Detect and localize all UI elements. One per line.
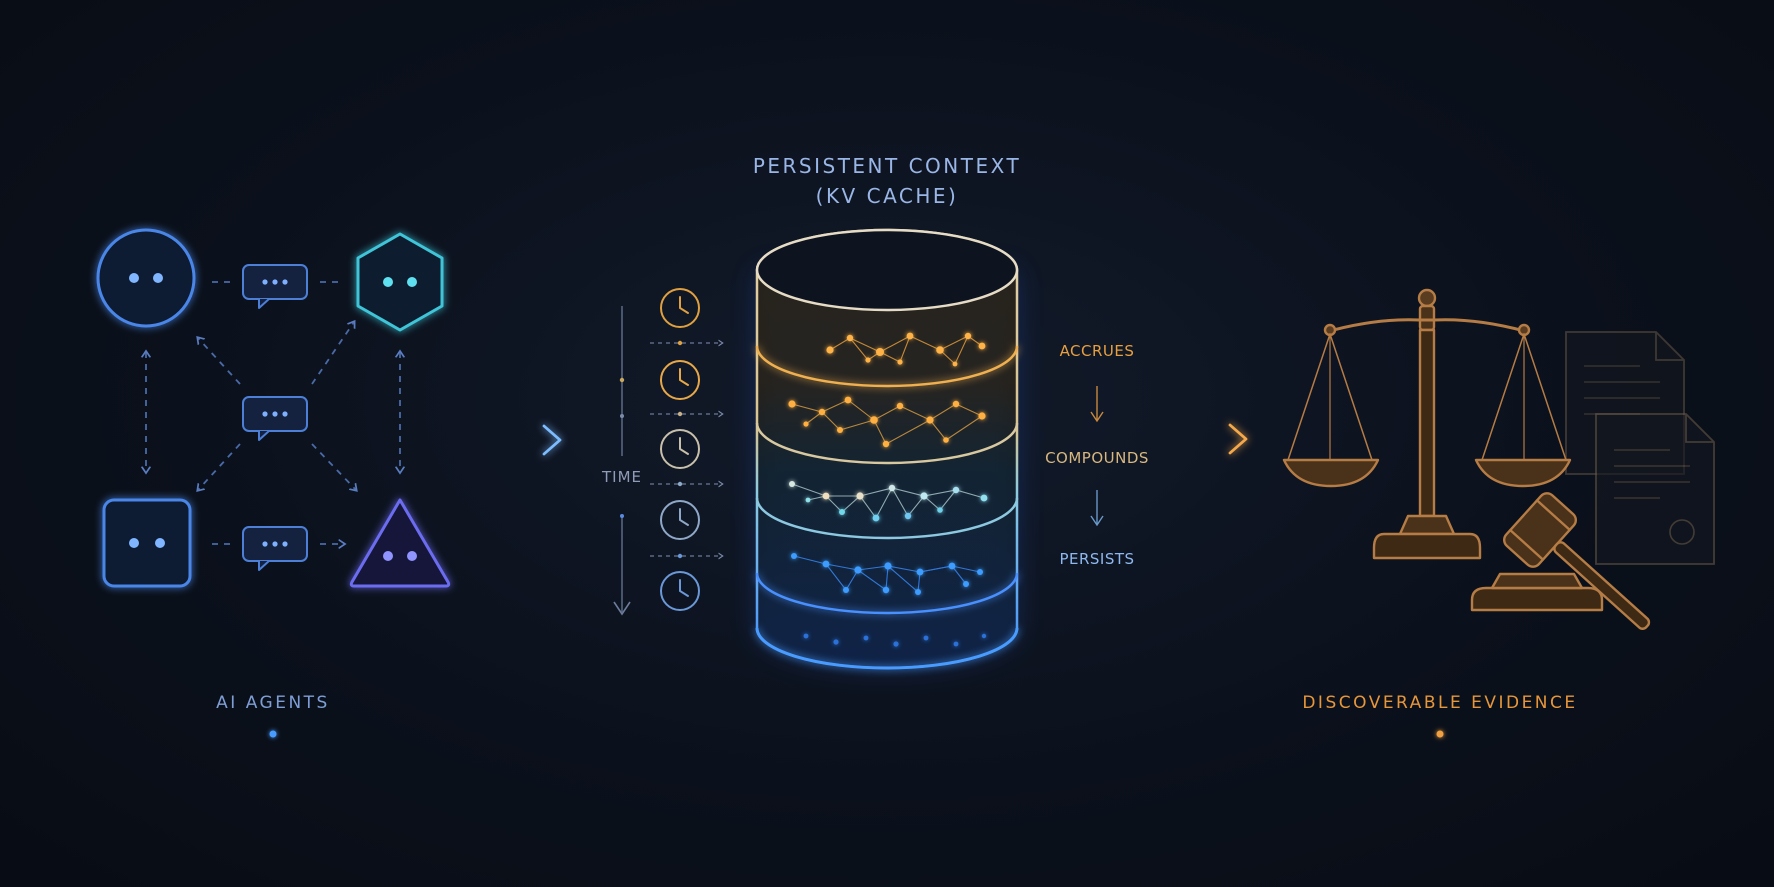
process-steps: ACCRUES COMPOUNDS PERSISTS <box>1045 342 1149 568</box>
gavel-icon <box>1470 492 1651 630</box>
agents-label: AI AGENTS <box>216 693 330 713</box>
clock-icon <box>660 571 700 611</box>
ai-agents-group: AI AGENTS <box>96 228 451 738</box>
accrues-label: ACCRUES <box>1060 342 1135 360</box>
arrow-right-icon <box>1152 423 1248 455</box>
scales-of-justice-icon <box>1282 288 1572 560</box>
document-icon <box>1595 413 1715 565</box>
time-axis: TIME <box>601 288 722 616</box>
arrow-down-icon <box>1090 386 1104 423</box>
clock-icon <box>660 288 700 328</box>
time-label: TIME <box>601 468 642 486</box>
persists-label: PERSISTS <box>1059 550 1134 568</box>
agent-connectors <box>146 281 400 544</box>
agents-underline-dot <box>269 730 277 738</box>
layer-2-network <box>791 399 983 445</box>
clock-icon <box>660 500 700 540</box>
square-agent-icon <box>102 498 192 588</box>
chat-bubble-icon <box>242 526 308 571</box>
evidence-label: DISCOVERABLE EVIDENCE <box>1302 693 1577 713</box>
evidence-group: DISCOVERABLE EVIDENCE <box>1282 288 1715 738</box>
hexagon-agent-icon <box>356 232 444 332</box>
triangle-agent-icon <box>349 498 451 588</box>
arrow-down-icon <box>1090 490 1104 527</box>
clock-icon <box>660 360 700 400</box>
arrow-right-icon <box>468 424 562 456</box>
database-cylinder-icon: PERSISTENT CONTEXT (KV CACHE) <box>753 154 1021 670</box>
chat-bubble-icon <box>242 264 308 309</box>
circle-agent-icon <box>96 228 196 328</box>
context-title-line2: (KV CACHE) <box>816 184 959 208</box>
chat-bubble-icon <box>242 396 308 441</box>
evidence-underline-dot <box>1436 730 1444 738</box>
compounds-label: COMPOUNDS <box>1045 449 1149 467</box>
clock-icon <box>660 429 700 469</box>
context-title-line1: PERSISTENT CONTEXT <box>753 154 1021 178</box>
